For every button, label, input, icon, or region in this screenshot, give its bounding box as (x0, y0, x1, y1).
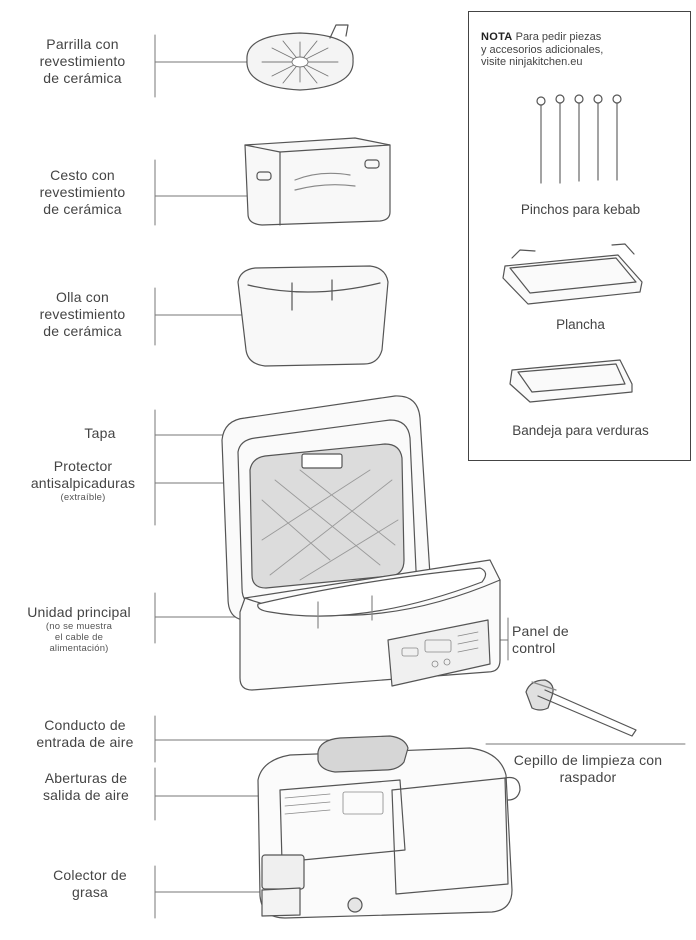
note-text-line2: y accesorios adicionales, (481, 43, 604, 56)
accessory-label-veg-tray: Bandeja para verduras (512, 423, 649, 438)
label-air-outlet-line2: salida de aire (42, 787, 130, 803)
label-basket-line3: de cerámica (43, 201, 122, 217)
accessory-label-griddle: Plancha (556, 317, 605, 332)
label-splatter-shield: Protector antisalpicaduras (extraíble) (18, 458, 148, 503)
label-grease-line2: grasa (71, 884, 109, 900)
label-main-unit: Unidad principal (no se muestra el cable… (8, 604, 150, 654)
label-air-intake: Conducto de entrada de aire (20, 717, 150, 751)
label-main-unit-line1: Unidad principal (27, 604, 131, 620)
label-control-panel-line2: control (512, 640, 556, 656)
label-rack: Parrilla con revestimiento de cerámica (20, 36, 145, 87)
order-note: NOTA Para pedir piezas y accesorios adic… (481, 31, 681, 69)
rear-unit-illustration (257, 735, 521, 919)
label-cleaning-brush: Cepillo de limpieza con raspador (488, 752, 688, 786)
pot-illustration (237, 265, 389, 367)
basket-illustration (244, 137, 391, 226)
label-splatter-line2: antisalpicaduras (30, 475, 136, 491)
label-air-outlet-line1: Aberturas de (44, 770, 128, 786)
label-basket-line2: revestimiento (39, 184, 126, 200)
label-pot: Olla con revestimiento de cerámica (20, 289, 145, 340)
label-grease-line1: Colector de (53, 867, 127, 883)
label-lid: Tapa (84, 425, 116, 441)
label-splatter-note: (extraíble) (60, 492, 106, 503)
label-air-outlet: Aberturas de salida de aire (22, 770, 150, 804)
note-heading: NOTA (481, 31, 513, 43)
note-text-line1: Para pedir piezas (512, 31, 602, 43)
label-main-unit-note1: (no se muestra (45, 621, 113, 632)
note-text-line3: visite ninjakitchen.eu (481, 56, 583, 68)
griddle-illustration (502, 243, 643, 305)
label-main-unit-note2: el cable de (54, 632, 104, 643)
label-main-unit-note3: alimentación) (49, 643, 109, 654)
skewers-illustration (536, 94, 622, 184)
label-brush-line2: raspador (559, 769, 617, 785)
label-pot-line2: revestimiento (39, 306, 126, 322)
label-pot-line3: de cerámica (43, 323, 122, 339)
rack-illustration (246, 24, 354, 91)
accessories-box: NOTA Para pedir piezas y accesorios adic… (468, 11, 691, 461)
main-unit-illustration (221, 395, 501, 691)
label-basket: Cesto con revestimiento de cerámica (20, 167, 145, 218)
label-grease-collector: Colector de grasa (30, 867, 150, 901)
label-rack-line1: Parrilla con (46, 36, 119, 52)
label-air-intake-line2: entrada de aire (36, 734, 134, 750)
label-rack-line2: revestimiento (39, 53, 126, 69)
label-air-intake-line1: Conducto de (44, 717, 126, 733)
brush-illustration (525, 679, 637, 737)
accessory-label-skewers: Pinchos para kebab (520, 202, 641, 217)
label-splatter-line1: Protector (53, 458, 113, 474)
label-rack-line3: de cerámica (43, 70, 122, 86)
label-brush-line1: Cepillo de limpieza con (513, 752, 663, 768)
label-control-panel: Panel de control (512, 623, 602, 657)
label-pot-line1: Olla con (56, 289, 109, 305)
label-basket-line1: Cesto con (50, 167, 115, 183)
veg-tray-illustration (509, 359, 633, 403)
label-control-panel-line1: Panel de (512, 623, 569, 639)
